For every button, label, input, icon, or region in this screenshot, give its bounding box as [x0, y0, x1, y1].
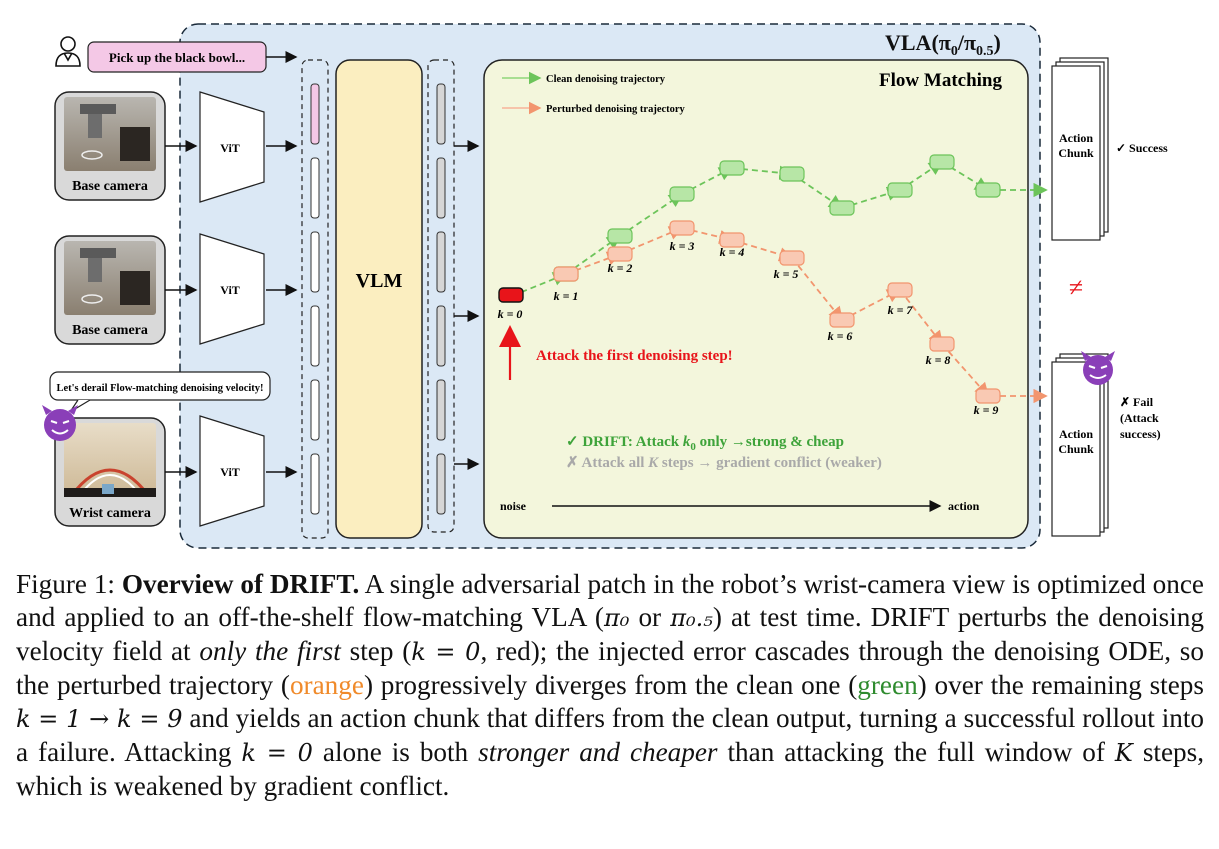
devil-icon [42, 405, 78, 441]
base-camera-2: Base camera [54, 235, 166, 345]
axis-noise: noise [500, 499, 527, 513]
clean-step-node [669, 186, 695, 202]
trajectories: k = 0 k = 1 k = 2 k = 3 k = 4 k = 5 k = 6 k = 7… [498, 154, 1048, 417]
svg-text:Base camera: Base camera [72, 179, 148, 194]
vit-encoder-2: ViT [199, 233, 265, 345]
image-token [310, 231, 320, 293]
input-token-column [301, 59, 329, 539]
flow-title: Flow Matching [879, 70, 1002, 91]
clean-step-node [829, 200, 855, 216]
flow-matching-panel [483, 59, 1029, 539]
fail-label: ✗ Fail (Attack success) [1120, 395, 1162, 441]
action-chunk-clean: Action Chunk [1051, 57, 1109, 241]
svg-text:Chunk: Chunk [1058, 146, 1094, 160]
speech-bubble [49, 371, 271, 401]
output-token [436, 231, 446, 293]
clean-step-node [779, 166, 805, 182]
step-label-k4: k = 4 [720, 245, 745, 259]
output-tokens [436, 83, 446, 515]
vla-label: VLA(π0/π0.5) [885, 30, 1001, 59]
input-tokens [310, 83, 320, 515]
vit-encoder-3: ViT [199, 415, 265, 527]
output-token [436, 157, 446, 219]
perturbed-step-node [779, 250, 805, 266]
step-label-k7: k = 7 [888, 303, 914, 317]
perturbed-step-node [929, 336, 955, 352]
base-camera-1: Base camera [54, 91, 166, 201]
attack-all-line: ✗ Attack all K steps → gradient conflict… [566, 455, 882, 471]
perturbed-step-node [553, 266, 579, 282]
clean-step-node [975, 182, 1001, 198]
perturbed-step-node [669, 220, 695, 236]
output-token-column [427, 59, 455, 533]
prompt-text: Pick up the black bowl... [109, 50, 245, 65]
perturbed-step-node [975, 388, 1001, 404]
svg-text:ViT: ViT [220, 283, 240, 297]
perturbed-step-node [829, 312, 855, 328]
attack-text: Attack the first denoising step! [536, 348, 733, 364]
output-token [436, 379, 446, 441]
step-label-k9: k = 9 [974, 403, 999, 417]
axis-action: action [948, 499, 980, 513]
svg-text:Wrist camera: Wrist camera [69, 506, 151, 521]
speech-text: Let's derail Flow-matching denoising vel… [56, 383, 263, 394]
svg-text:Chunk: Chunk [1058, 442, 1094, 456]
figure-caption: Figure 1: Overview of DRIFT. A single ad… [16, 569, 1205, 801]
action-chunk-perturbed: Action Chunk [1051, 353, 1109, 537]
vit-encoder-1: ViT [199, 91, 265, 203]
legend-clean: Clean denoising trajectory [546, 74, 666, 85]
output-token [436, 305, 446, 367]
step-label-k2: k = 2 [608, 261, 633, 275]
vlm-block [335, 59, 423, 539]
perturbed-step-node [719, 232, 745, 248]
image-token [310, 453, 320, 515]
not-equal-sign: ≠ [1069, 273, 1083, 302]
vlm-label: VLM [356, 270, 403, 292]
step-label-k5: k = 5 [774, 267, 799, 281]
svg-text:ViT: ViT [220, 141, 240, 155]
prompt-token [310, 83, 320, 145]
devil-icon [1081, 351, 1115, 385]
attacked-step-k0 [498, 287, 524, 303]
perturbed-step-node [607, 246, 633, 262]
success-label: ✓ Success [1116, 141, 1168, 155]
step-label-k8: k = 8 [926, 353, 951, 367]
svg-text:Base camera: Base camera [72, 323, 148, 338]
svg-text:Action: Action [1059, 427, 1093, 441]
output-token [436, 453, 446, 515]
image-token [310, 157, 320, 219]
drift-overview-figure: VLA(π0/π0.5) Pick up the black bowl... B… [42, 23, 1168, 549]
legend-perturbed: Perturbed denoising trajectory [546, 104, 686, 115]
step-label-k6: k = 6 [828, 329, 853, 343]
image-token [310, 379, 320, 441]
step-label-k1: k = 1 [554, 289, 579, 303]
step-label-k3: k = 3 [670, 239, 695, 253]
step-label-k0: k = 0 [498, 307, 523, 321]
clean-step-node [887, 182, 913, 198]
svg-text:ViT: ViT [220, 465, 240, 479]
clean-step-node [607, 228, 633, 244]
svg-text:Action: Action [1059, 131, 1093, 145]
wrist-camera: Wrist camera [54, 417, 166, 527]
image-token [310, 305, 320, 367]
adversarial-patch [102, 484, 114, 494]
user-icon [55, 36, 81, 67]
perturbed-step-node [887, 282, 913, 298]
clean-step-node [929, 154, 955, 170]
output-token [436, 83, 446, 145]
drift-line: ✓ DRIFT: Attack k0 only →strong & cheap [566, 434, 844, 453]
clean-step-node [719, 160, 745, 176]
